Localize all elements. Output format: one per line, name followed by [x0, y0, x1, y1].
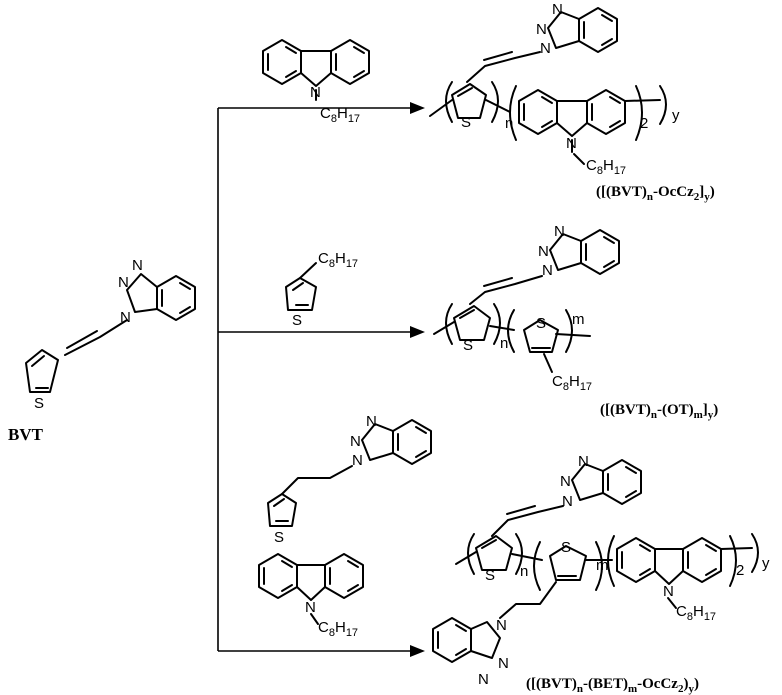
bvt-triazole-n2: N: [132, 257, 143, 274]
p2-thiophene2-s: S: [536, 315, 546, 332]
p2-m-repeat: m: [572, 311, 585, 328]
p2-n-repeat: n: [500, 335, 508, 352]
p1-n-repeat: n: [505, 115, 513, 132]
p3-carbazole-n: N: [663, 583, 674, 600]
p3-n2: N: [578, 453, 589, 470]
reagent-octylcarbazole-top: N C8H17: [262, 39, 370, 125]
p2-thiophene1-s: S: [463, 337, 473, 354]
reagent-octylcarbazole-bottom: N C8H17: [258, 553, 364, 639]
p1-octyl-label: C8H17: [573, 153, 626, 177]
p1-n1: N: [536, 21, 547, 38]
bvt-thiophene-s: S: [34, 395, 44, 412]
p3-y-repeat: y: [762, 555, 770, 572]
p2-octyl-label: C8H17: [552, 373, 592, 393]
product-2-structure: N N N S n S m C8H17: [433, 223, 620, 393]
arrowhead-bottom: [410, 645, 425, 657]
octylthiophene-chain: C8H17: [318, 250, 358, 270]
product-3-structure: N N N S n S m N N N N 2: [432, 453, 770, 688]
p2-n3: N: [542, 262, 553, 279]
p3-lower-n1: N: [496, 617, 507, 634]
p1-n2: N: [552, 1, 563, 18]
carbazole-n: N: [310, 84, 321, 101]
octylthiophene-s: S: [292, 312, 302, 329]
product-1-structure: N N N S n N 2 y C8H17: [429, 1, 680, 177]
bet-thiophene-s: S: [274, 529, 284, 546]
product-2-label: ([(BVT)n-(OT)m]y): [600, 402, 718, 421]
p3-two-subscript: 2: [736, 562, 744, 579]
bvt-triazole-n1: N: [118, 274, 129, 291]
reagent-octylthiophene: S C8H17: [285, 250, 358, 329]
p1-carbazole-n: N: [566, 135, 577, 152]
svg-text:C8H17: C8H17: [320, 105, 360, 125]
p1-y-repeat: y: [672, 107, 680, 124]
p1-thiophene-s: S: [461, 114, 471, 131]
product-3-label: ([(BVT)n-(BET)m-OcCz2)y): [526, 676, 699, 695]
p3-m-repeat: m: [596, 557, 609, 574]
bvt-label: BVT: [8, 425, 44, 444]
bet-n1: N: [350, 433, 361, 450]
bvt-monomer: N N N S BVT: [8, 257, 196, 444]
p3-octyl-label: C8H17: [676, 603, 716, 623]
octyl-label: C8H17: [320, 105, 360, 125]
bvt-triazole-n3: N: [120, 309, 131, 326]
p2-n1: N: [538, 243, 549, 260]
carbazole2-octyl: C8H17: [318, 619, 358, 639]
arrowhead-middle: [410, 326, 425, 338]
p3-n3: N: [562, 493, 573, 510]
carbazole2-n: N: [305, 599, 316, 616]
reaction-arrows: [217, 102, 425, 657]
p3-n1: N: [560, 473, 571, 490]
p3-lower-n2: N: [498, 655, 509, 672]
svg-text:C8H17: C8H17: [586, 157, 626, 177]
p3-n-repeat: n: [520, 563, 528, 580]
p3-lower-n3: N: [478, 671, 489, 688]
p3-thiophene1-s: S: [485, 567, 495, 584]
p2-n2: N: [554, 223, 565, 240]
p3-thiophene2-s: S: [561, 539, 571, 556]
reagent-bet-monomer: N N N S: [267, 413, 432, 546]
arrowhead-top: [410, 102, 425, 114]
p1-n3: N: [540, 40, 551, 57]
bet-n3: N: [352, 452, 363, 469]
product-1-label: ([(BVT)n-OcCz2]y): [596, 184, 715, 203]
p1-two-subscript: 2: [640, 115, 648, 132]
bet-n2: N: [366, 413, 377, 430]
